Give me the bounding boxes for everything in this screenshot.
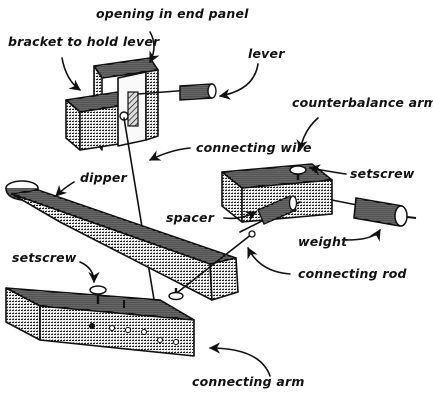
label-weight: weight: [298, 234, 348, 249]
arrow-lever: [218, 63, 259, 100]
setscrew-top: [289, 165, 307, 180]
arrow-setscrew-top: [308, 164, 347, 176]
spacer: [257, 195, 298, 225]
arrow-setscrew-left: [79, 261, 100, 284]
connecting-rod-line: [177, 233, 253, 293]
end-panel-opening: [127, 91, 139, 127]
arrow-connecting-rod: [247, 246, 291, 275]
lever-handle: [179, 83, 217, 101]
label-lever: lever: [248, 46, 285, 61]
label-counterbalance-arm: counterbalance arm: [292, 95, 433, 110]
label-connecting-rod: connecting rod: [298, 266, 407, 281]
arrow-connecting-wire: [148, 147, 191, 161]
label-dipper: dipper: [80, 170, 128, 185]
bracket-assembly: [65, 57, 217, 151]
label-bracket-to-hold-lever: bracket to hold lever: [8, 34, 160, 49]
arrow-connecting-arm: [208, 342, 271, 377]
rod-clamp-screw: [168, 288, 184, 301]
labels: opening in end panel bracket to hold lev…: [8, 6, 433, 389]
leader-arrows: [55, 31, 381, 377]
label-setscrew-left: setscrew: [12, 250, 77, 265]
weight: [353, 197, 417, 227]
label-connecting-wire: connecting wire: [196, 140, 312, 155]
arrow-counterbalance: [296, 117, 319, 152]
arrow-dipper: [55, 181, 75, 197]
label-spacer: spacer: [166, 210, 215, 225]
dipper-arm-end: [209, 257, 239, 301]
connecting-arm-front: [39, 305, 195, 357]
label-connecting-arm: connecting arm: [192, 374, 305, 389]
counterbalance-assembly: [221, 163, 417, 233]
connecting-rod-end: [248, 230, 256, 238]
label-opening-in-end-panel: opening in end panel: [96, 6, 249, 21]
bracket-plate-edge: [145, 69, 159, 141]
dipper: [5, 180, 239, 301]
label-setscrew-top: setscrew: [350, 166, 415, 181]
connecting-arm: [5, 285, 195, 357]
arrow-spacer: [223, 211, 258, 222]
arrow-opening: [149, 31, 160, 64]
arrow-bracket: [61, 57, 81, 91]
connecting-arm-holes: [89, 323, 180, 346]
arrow-weight: [345, 229, 381, 242]
setscrew-left: [89, 285, 107, 304]
